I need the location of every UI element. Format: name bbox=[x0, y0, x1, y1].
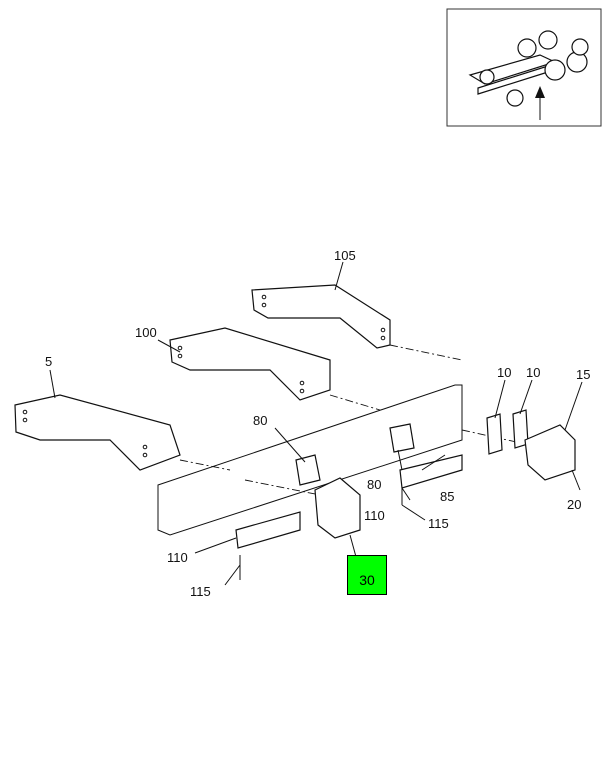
callout-110-left: 110 bbox=[167, 550, 188, 565]
callout-30-label: 30 bbox=[359, 572, 375, 588]
callout-10-b: 10 bbox=[526, 365, 541, 380]
callout-85: 85 bbox=[440, 489, 455, 504]
crossmember-100 bbox=[169, 327, 331, 401]
callout-115-right: 115 bbox=[428, 516, 449, 531]
callout-20: 20 bbox=[567, 497, 582, 512]
bracket-80-right bbox=[389, 423, 415, 453]
callout-105: 105 bbox=[334, 248, 356, 263]
callout-30-highlighted[interactable]: 30 bbox=[347, 555, 387, 595]
callout-10-a: 10 bbox=[497, 365, 512, 380]
callout-5: 5 bbox=[45, 354, 53, 369]
callout-80-left: 80 bbox=[253, 413, 268, 428]
callout-110-right: 110 bbox=[364, 508, 385, 523]
callout-80-right: 80 bbox=[367, 477, 382, 492]
plate-10-a bbox=[486, 413, 503, 455]
locator-inset bbox=[446, 8, 602, 127]
callout-100: 100 bbox=[135, 325, 157, 340]
crossmember-5 bbox=[14, 394, 181, 471]
callout-115-left: 115 bbox=[190, 584, 211, 599]
hanger-15 bbox=[524, 424, 576, 481]
hanger-30 bbox=[314, 477, 361, 539]
crossmember-105 bbox=[251, 284, 391, 349]
callout-15: 15 bbox=[576, 367, 591, 382]
spacer-110-right bbox=[399, 454, 463, 489]
bracket-80-left bbox=[295, 454, 321, 486]
spacer-110-left bbox=[235, 511, 301, 549]
